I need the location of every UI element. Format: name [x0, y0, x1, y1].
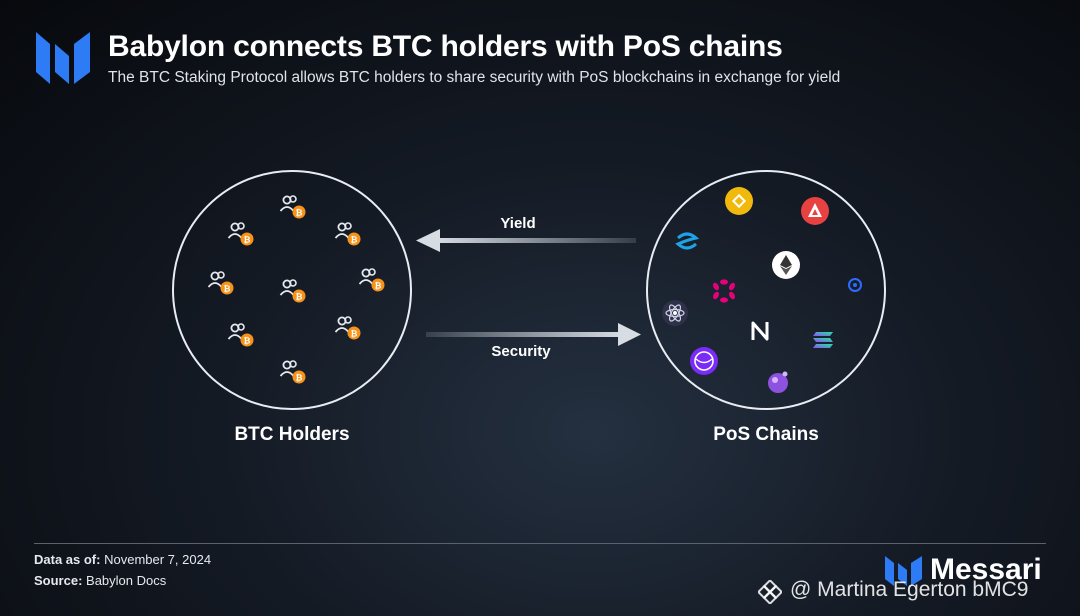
pos-chains-label: PoS Chains — [713, 424, 819, 445]
svg-text:₿: ₿ — [296, 291, 303, 302]
avalanche-icon — [801, 197, 829, 225]
btc-holder-icon: ₿ — [207, 271, 234, 295]
osmosis-icon — [768, 371, 788, 393]
solana-icon — [813, 332, 833, 348]
btc-holder-icon: ₿ — [358, 268, 385, 292]
yield-label: Yield — [500, 215, 536, 232]
btc-holder-icon: ₿ — [227, 222, 254, 246]
cosmos-hub-icon — [848, 278, 862, 292]
btc-holders-label: BTC Holders — [234, 424, 350, 445]
source-value: Babylon Docs — [86, 573, 167, 588]
svg-text:₿: ₿ — [244, 335, 251, 346]
data-date-label: Data as of: — [34, 552, 101, 567]
near-icon — [751, 321, 769, 341]
messari-logo-icon — [36, 32, 90, 84]
svg-text:₿: ₿ — [351, 328, 358, 339]
injective-icon — [675, 232, 700, 250]
polkadot-icon — [712, 279, 736, 303]
yield-arrow — [416, 229, 636, 252]
btc-holder-icon: ₿ — [334, 316, 361, 340]
atom-icon — [662, 300, 688, 326]
svg-text:₿: ₿ — [375, 280, 382, 291]
messari-brand-icon — [885, 556, 922, 586]
celestia-icon — [690, 347, 718, 375]
btc-holder-icon: ₿ — [334, 222, 361, 246]
btc-holder-icon: ₿ — [279, 195, 306, 219]
footer-divider — [34, 543, 1046, 544]
security-arrow — [426, 323, 641, 346]
svg-text:₿: ₿ — [296, 207, 303, 218]
svg-text:₿: ₿ — [224, 283, 231, 294]
watermark-icon — [758, 580, 782, 604]
page-title: Babylon connects BTC holders with PoS ch… — [108, 30, 783, 63]
data-date-value: November 7, 2024 — [104, 552, 212, 567]
pos-chains-circle — [646, 170, 886, 410]
svg-text:₿: ₿ — [351, 234, 358, 245]
btc-holder-icon: ₿ — [279, 279, 306, 303]
page-subtitle: The BTC Staking Protocol allows BTC hold… — [108, 69, 841, 86]
messari-brand: Messari — [930, 553, 1042, 586]
source-label: Source: — [34, 573, 83, 588]
btc-holder-icon: ₿ — [279, 360, 306, 384]
bnb-icon — [725, 187, 753, 215]
data-date: Data as of: November 7, 2024 — [34, 552, 211, 567]
security-label: Security — [491, 343, 551, 360]
svg-text:₿: ₿ — [296, 372, 303, 383]
ethereum-icon — [772, 251, 800, 279]
btc-holders-circle — [172, 170, 412, 410]
source-line: Source: Babylon Docs — [34, 573, 166, 588]
svg-text:₿: ₿ — [244, 234, 251, 245]
watermark-text: @ Martina Egerton bMC9 — [790, 578, 1029, 601]
btc-holder-icon: ₿ — [227, 323, 254, 347]
